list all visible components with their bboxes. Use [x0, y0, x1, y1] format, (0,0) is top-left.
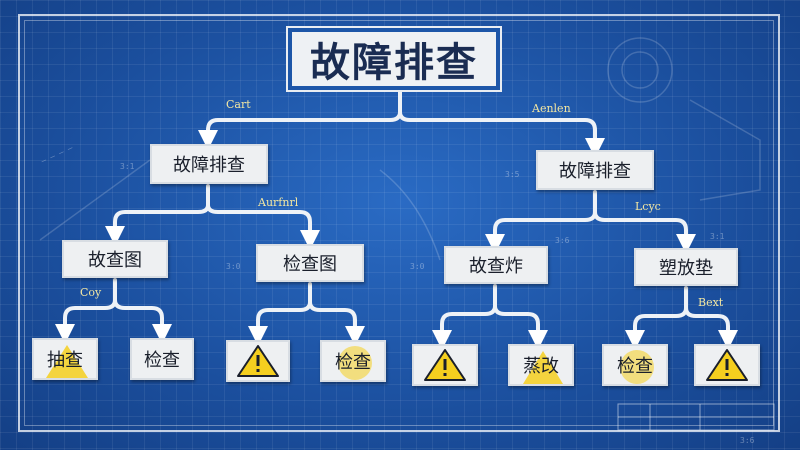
blueprint-mark: 3:1	[710, 232, 725, 241]
edge-l2-2a	[248, 282, 312, 346]
node-label: 检查	[335, 352, 371, 373]
node-label: 蒸改	[523, 356, 559, 377]
node-label: 故障排查	[173, 155, 245, 176]
edge-l2-1b	[113, 298, 172, 344]
edge-l1-right-a	[485, 190, 597, 254]
highlight-icon	[620, 350, 654, 384]
highlight-icon	[338, 346, 372, 380]
blueprint-mark: 3:5	[505, 170, 520, 179]
level1-node-right: 故障排查	[536, 150, 654, 190]
warning-icon	[424, 349, 466, 381]
blueprint-mark: 3:0	[226, 262, 241, 271]
edge-l2-3a	[432, 284, 497, 350]
edge-label: Aenlen	[532, 102, 571, 115]
edge-l1-right-b	[593, 210, 696, 254]
node-label: 检查	[144, 350, 180, 371]
title-node: 故障排查	[286, 26, 502, 92]
node-label: 塑放垫	[659, 258, 713, 279]
level3-node-4: 检查	[320, 340, 386, 382]
edge-l1-left-a	[105, 184, 210, 246]
node-label: 抽查	[47, 350, 83, 371]
edge-l2-4a	[625, 286, 688, 350]
level3-node-8	[694, 344, 760, 386]
node-label: 故障排查	[559, 161, 631, 182]
inner-frame	[24, 20, 774, 426]
edge-label: Lcyc	[635, 200, 661, 213]
blueprint-mark: 3:6	[740, 436, 755, 445]
node-label: 故查图	[88, 250, 142, 271]
diagram-title: 故障排查	[310, 40, 478, 86]
warning-icon	[523, 351, 563, 384]
warning-icon	[46, 345, 88, 378]
level3-node-6: 蒸改	[508, 344, 574, 386]
level3-node-7: 检查	[602, 344, 668, 386]
level2-node-4: 塑放垫	[634, 248, 738, 286]
edge-l2-3b	[493, 304, 548, 350]
blueprint-mark: 3:1	[120, 162, 135, 171]
level3-node-2: 检查	[130, 338, 194, 380]
warning-icon	[237, 345, 279, 377]
edge-label: Cart	[226, 98, 251, 111]
edge-l2-4b	[684, 306, 738, 350]
warning-icon	[706, 349, 748, 381]
level1-node-left: 故障排查	[150, 144, 268, 184]
edge-label: Bext	[698, 296, 724, 309]
edge-title-right	[398, 110, 605, 158]
level3-node-3	[226, 340, 290, 382]
level2-node-1: 故查图	[62, 240, 168, 278]
node-label: 检查图	[283, 254, 337, 275]
node-label: 检查	[617, 356, 653, 377]
edge-label: Coy	[80, 286, 102, 299]
level2-node-2: 检查图	[256, 244, 364, 282]
level2-node-3: 故查炸	[444, 246, 548, 284]
node-label: 故查炸	[469, 256, 523, 277]
blueprint-mark: 3:0	[410, 262, 425, 271]
edge-label: Aurfnrl	[258, 196, 299, 209]
level3-node-5	[412, 344, 478, 386]
level3-node-1: 抽查	[32, 338, 98, 380]
outer-frame	[18, 14, 780, 432]
blueprint-mark: 3:6	[555, 236, 570, 245]
edge-l2-2b	[308, 300, 365, 346]
edge-l1-left-b	[206, 203, 320, 250]
